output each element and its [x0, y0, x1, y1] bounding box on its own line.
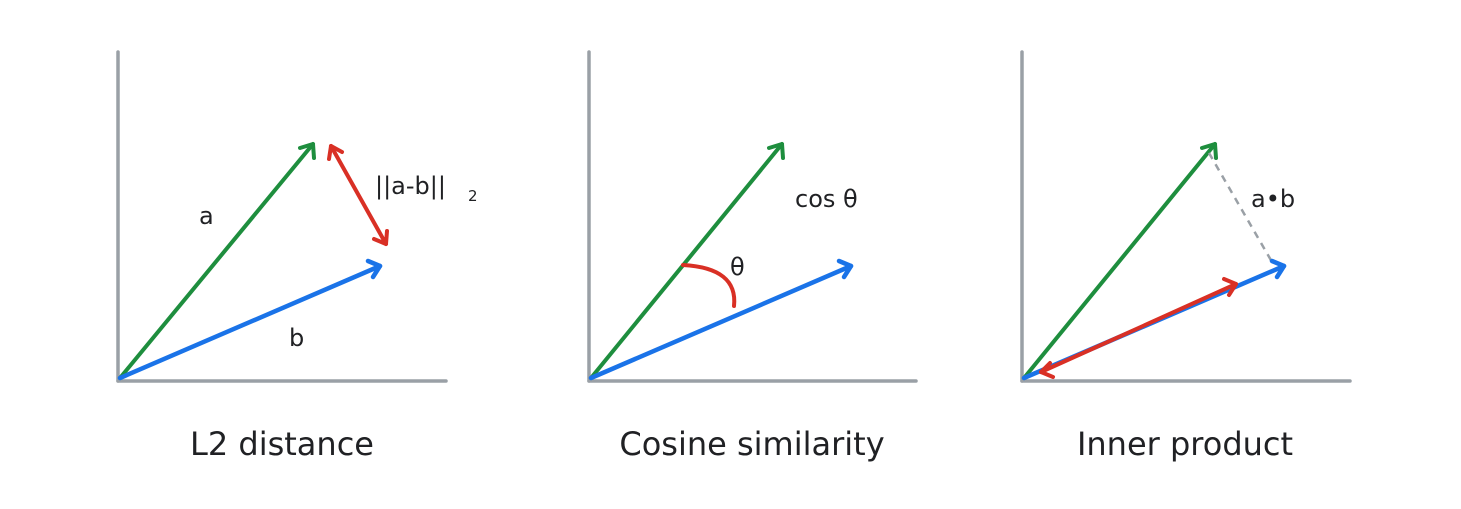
panel-l2-distance: a b ||a-b|| 2 L2 distance [116, 50, 478, 463]
angle-label: θ [730, 253, 745, 281]
axes [116, 50, 448, 383]
vector-a-arrow [589, 142, 785, 380]
panel-inner-product: a•b Inner product [1020, 50, 1352, 463]
l2-norm-subscript: 2 [468, 187, 478, 205]
vector-b-arrow [588, 258, 854, 381]
axes [587, 50, 918, 383]
dot-product-label: a•b [1251, 185, 1295, 213]
l2-norm-label: ||a-b|| [375, 172, 446, 200]
panel-caption: Inner product [1077, 425, 1293, 463]
vector-b-arrow [117, 258, 383, 381]
vector-b-label: b [289, 324, 304, 352]
panel-caption: L2 distance [190, 425, 374, 463]
panel-caption: Cosine similarity [619, 425, 884, 463]
angle-arc [681, 263, 737, 308]
cosine-label: cos θ [795, 185, 858, 213]
axes [1020, 50, 1352, 383]
distance-arrow [327, 144, 389, 246]
projection-arrow [1039, 277, 1238, 379]
panel-cosine-similarity: θ cos θ Cosine similarity [587, 50, 918, 463]
vector-a-arrow [118, 142, 316, 380]
projection-line [1207, 152, 1274, 263]
vector-a-arrow [1022, 142, 1218, 380]
vector-a-label: a [199, 202, 214, 230]
